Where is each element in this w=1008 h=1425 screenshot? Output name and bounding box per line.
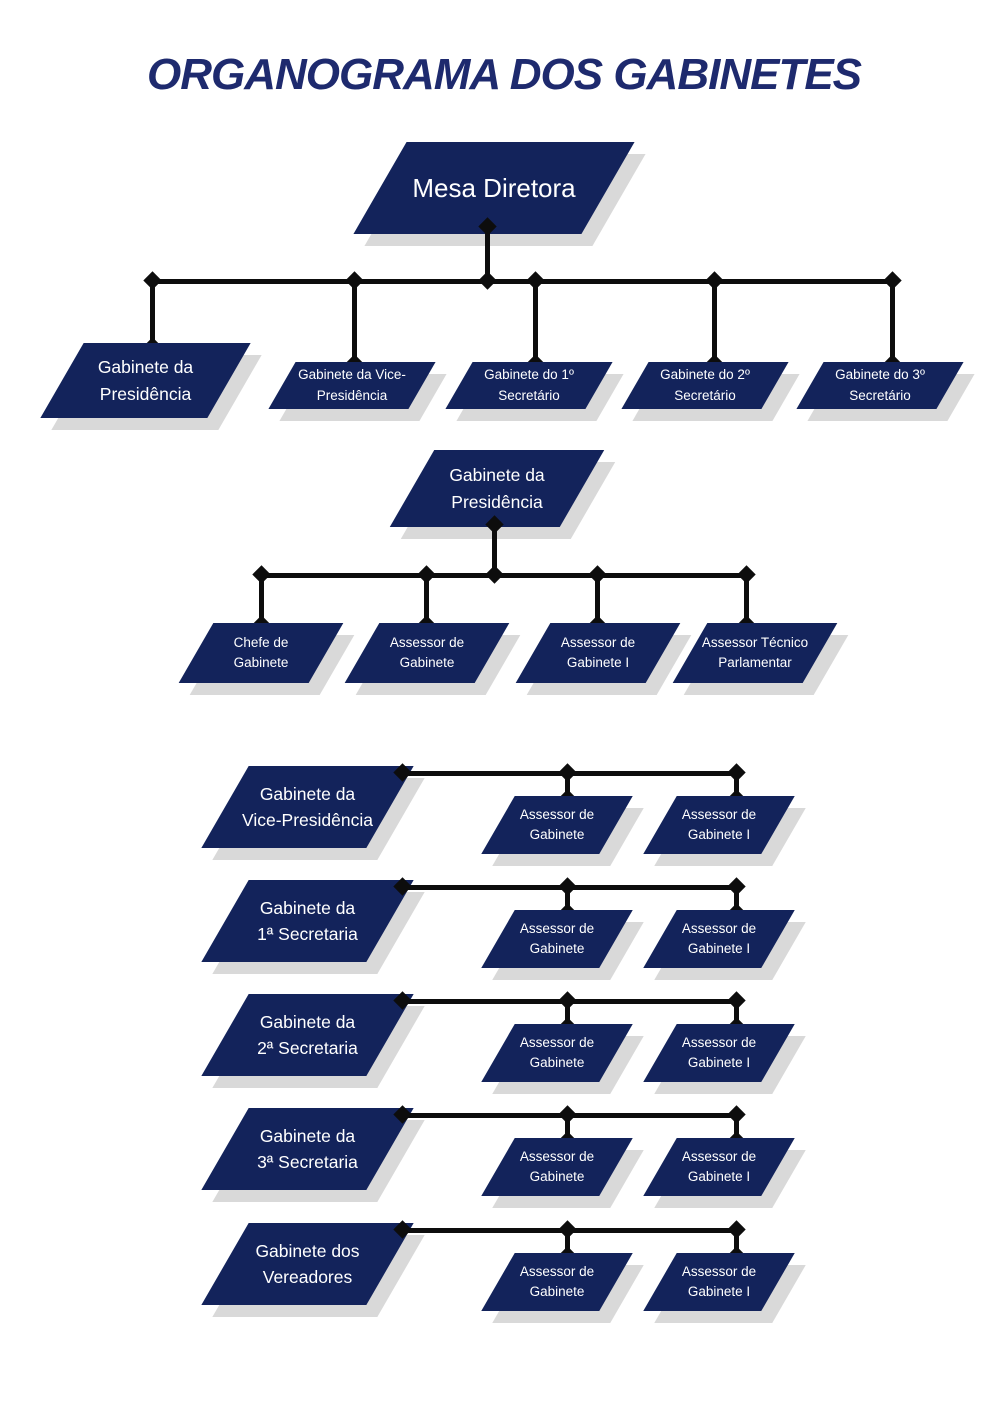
node-gabinete-2-secretario: Gabinete do 2º Secretário	[635, 362, 775, 409]
connector-vline	[492, 523, 497, 577]
node-label: Assessor de Gabinete	[519, 920, 595, 956]
node-assessor-de-gabinete: Assessor de Gabinete	[498, 910, 616, 968]
node-presidencia-header: Gabinete da Presidência	[412, 450, 582, 527]
node-label: Assessor de Gabinete I	[681, 1263, 757, 1299]
node-section-1-secretaria: Gabinete da 1ª Secretaria	[225, 880, 390, 962]
node-assessor-tecnico-parlamentar: Assessor Técnico Parlamentar	[690, 623, 820, 683]
node-label: Gabinete da 3ª Secretaria	[257, 1125, 358, 1172]
connector-vline	[533, 281, 538, 364]
node-label: Assessor Técnico Parlamentar	[701, 634, 809, 670]
connector-vline	[565, 773, 570, 800]
connector-vline	[890, 281, 895, 364]
connector-vline	[485, 225, 490, 283]
connector-vline	[565, 1001, 570, 1028]
node-assessor-de-gabinete-i: Assessor de Gabinete I	[660, 1253, 778, 1311]
node-label: Gabinete do 1º Secretário	[484, 367, 574, 403]
connector-vline	[734, 1001, 739, 1028]
node-chefe-de-gabinete: Chefe de Gabinete	[196, 623, 326, 683]
connector-vline	[712, 281, 717, 364]
connector-vline	[565, 1230, 570, 1257]
node-label: Gabinete do 3º Secretário	[835, 367, 925, 403]
node-section-vereadores: Gabinete dos Vereadores	[225, 1223, 390, 1305]
node-assessor-de-gabinete-i: Assessor de Gabinete I	[660, 796, 778, 854]
connector-hline	[151, 279, 895, 284]
node-section-3-secretaria: Gabinete da 3ª Secretaria	[225, 1108, 390, 1190]
node-assessor-de-gabinete-i: Assessor de Gabinete I	[660, 1024, 778, 1082]
connector-vline	[259, 575, 264, 627]
node-label: Assessor de Gabinete I	[681, 920, 757, 956]
connector-vline	[734, 1115, 739, 1142]
node-label: Gabinete do 2º Secretário	[660, 367, 750, 403]
connector-diamond	[485, 565, 504, 584]
connector-vline	[150, 281, 155, 347]
node-label: Assessor de Gabinete I	[681, 806, 757, 842]
node-gabinete-1-secretario: Gabinete do 1º Secretário	[459, 362, 599, 409]
node-assessor-de-gabinete: Assessor de Gabinete	[362, 623, 492, 683]
node-label: Mesa Diretora	[412, 172, 576, 203]
node-label: Assessor de Gabinete	[519, 806, 595, 842]
node-section-2-secretaria: Gabinete da 2ª Secretaria	[225, 994, 390, 1076]
connector-vline	[734, 887, 739, 914]
node-label: Gabinete da Presidência	[97, 357, 194, 404]
node-label: Gabinete da Vice-Presidência	[242, 783, 373, 830]
node-assessor-de-gabinete: Assessor de Gabinete	[498, 1024, 616, 1082]
connector-vline	[565, 1115, 570, 1142]
node-label: Assessor de Gabinete I	[681, 1034, 757, 1070]
connector-vline	[424, 575, 429, 627]
node-gabinete-3-secretario: Gabinete do 3º Secretário	[810, 362, 950, 409]
node-assessor-de-gabinete-i: Assessor de Gabinete I	[660, 910, 778, 968]
node-label: Gabinete da Vice- Presidência	[298, 367, 406, 403]
connector-vline	[595, 575, 600, 627]
node-label: Assessor de Gabinete I	[681, 1148, 757, 1184]
connector-hline	[260, 573, 750, 578]
connector-vline	[565, 887, 570, 914]
node-assessor-de-gabinete-i: Assessor de Gabinete I	[660, 1138, 778, 1196]
node-label: Assessor de Gabinete	[519, 1263, 595, 1299]
node-label: Gabinete da 1ª Secretaria	[257, 897, 358, 944]
node-gabinete-vice-presidencia: Gabinete da Vice- Presidência	[282, 362, 422, 409]
node-gabinete-presidencia: Gabinete da Presidência	[62, 343, 229, 418]
connector-vline	[744, 575, 749, 627]
node-assessor-de-gabinete-i: Assessor de Gabinete I	[533, 623, 663, 683]
node-mesa-diretora: Mesa Diretora	[380, 142, 608, 234]
node-assessor-de-gabinete: Assessor de Gabinete	[498, 1138, 616, 1196]
node-label: Assessor de Gabinete	[519, 1034, 595, 1070]
connector-vline	[734, 1230, 739, 1257]
page-title: ORGANOGRAMA DOS GABINETES	[146, 50, 862, 99]
node-section-vice-presidencia: Gabinete da Vice-Presidência	[225, 766, 390, 848]
node-label: Chefe de Gabinete	[233, 634, 289, 670]
node-label: Gabinete dos Vereadores	[255, 1240, 360, 1287]
connector-vline	[352, 281, 357, 364]
connector-diamond	[478, 271, 497, 290]
connector-vline	[734, 773, 739, 800]
node-assessor-de-gabinete: Assessor de Gabinete	[498, 1253, 616, 1311]
node-assessor-de-gabinete: Assessor de Gabinete	[498, 796, 616, 854]
node-label: Assessor de Gabinete	[389, 634, 465, 670]
node-label: Gabinete da 2ª Secretaria	[257, 1011, 358, 1058]
node-label: Assessor de Gabinete I	[560, 634, 636, 670]
node-label: Assessor de Gabinete	[519, 1148, 595, 1184]
node-label: Gabinete da Presidência	[449, 465, 545, 512]
